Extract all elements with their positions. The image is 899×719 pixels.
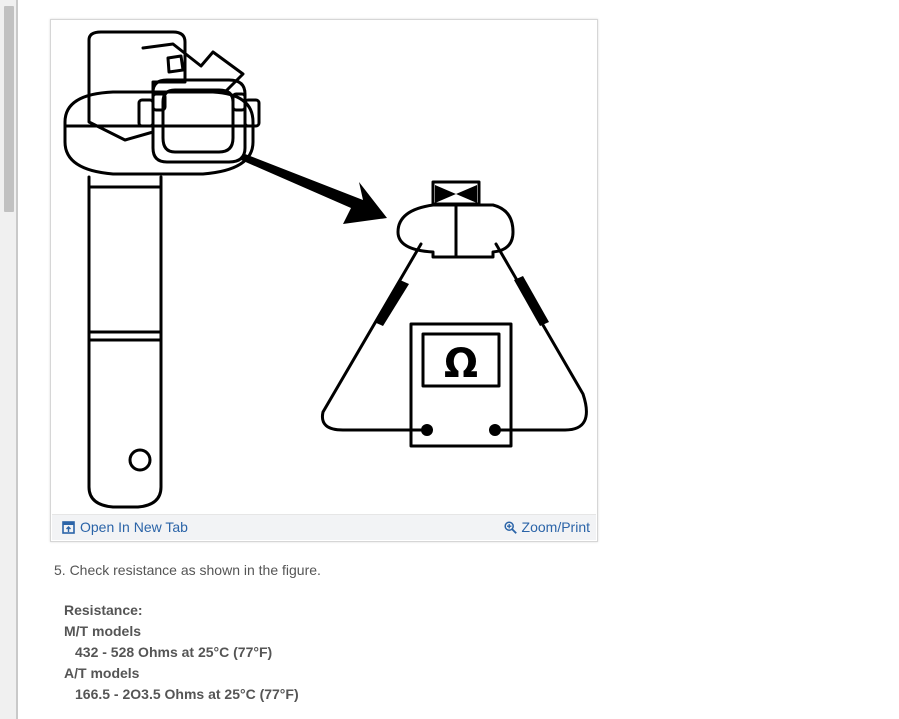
open-new-tab-link[interactable]: Open In New Tab	[62, 519, 188, 535]
magnifier-plus-icon	[503, 520, 517, 534]
at-models-value: 166.5 - 2O3.5 Ohms at 25°C (77°F)	[75, 686, 299, 702]
sensor-resistance-diagram: Ω	[63, 30, 588, 509]
resistance-heading: Resistance:	[64, 602, 143, 618]
step-instruction: 5. Check resistance as shown in the figu…	[54, 562, 321, 578]
scrollbar-thumb[interactable]	[4, 6, 14, 212]
at-models-label: A/T models	[64, 665, 140, 681]
omega-symbol: Ω	[444, 341, 478, 387]
figure-card: Ω Open In New Tab Zoom/Print	[50, 19, 598, 542]
open-new-tab-label: Open In New Tab	[80, 519, 188, 535]
mt-models-value: 432 - 528 Ohms at 25°C (77°F)	[75, 644, 273, 660]
resistance-specs: Resistance: M/T models 432 - 528 Ohms at…	[64, 601, 299, 706]
figure-toolbar: Open In New Tab Zoom/Print	[52, 514, 596, 540]
vertical-scrollbar[interactable]	[0, 0, 18, 719]
mt-models-label: M/T models	[64, 623, 142, 639]
open-new-tab-icon	[62, 520, 75, 534]
zoom-print-label: Zoom/Print	[521, 519, 590, 535]
zoom-print-link[interactable]: Zoom/Print	[503, 519, 590, 535]
